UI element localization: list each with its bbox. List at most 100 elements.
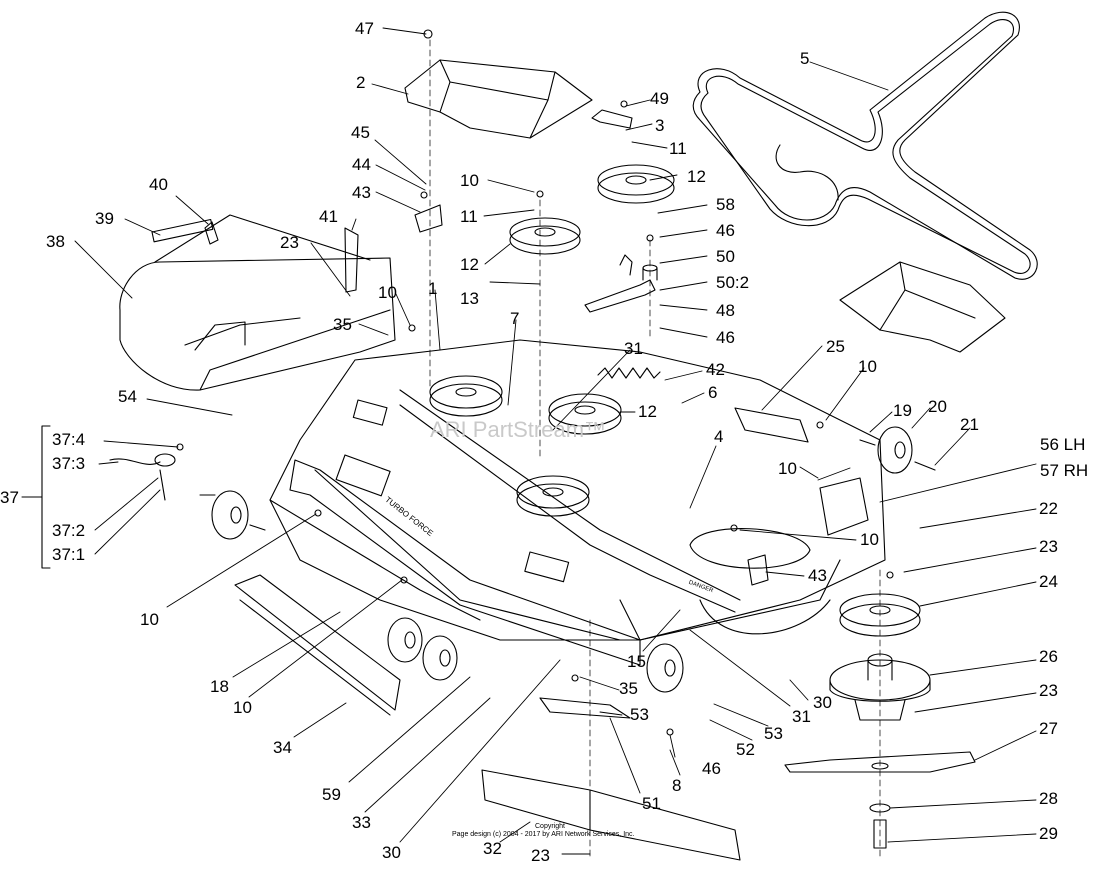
callout-23a[interactable]: 23: [280, 233, 299, 252]
callout-10e[interactable]: 10: [860, 530, 879, 549]
front-bumper: [234, 459, 641, 716]
belt-cover-right: [839, 261, 1006, 353]
callout-4[interactable]: 4: [714, 427, 724, 446]
callout-10a[interactable]: 10: [460, 171, 479, 190]
callout-56-lh[interactable]: 56 LH: [1040, 435, 1086, 454]
callout-22[interactable]: 22: [1039, 499, 1058, 518]
callout-12a[interactable]: 12: [687, 167, 706, 186]
callout-10f[interactable]: 10: [140, 610, 159, 629]
callout-25[interactable]: 25: [826, 337, 845, 356]
callout-11a[interactable]: 11: [669, 139, 687, 158]
callout-21[interactable]: 21: [960, 415, 979, 434]
gauge-wheel-front-1: [387, 617, 423, 663]
callout-30a[interactable]: 30: [813, 693, 832, 712]
watermark: ARI PartStream™: [430, 417, 607, 442]
callout-44[interactable]: 44: [352, 155, 371, 174]
axle-rod: [109, 453, 176, 501]
pulley-top-left: [509, 217, 581, 255]
callout-50[interactable]: 50: [716, 247, 735, 266]
callout-31b[interactable]: 31: [792, 707, 811, 726]
callout-6[interactable]: 6: [708, 383, 718, 402]
callout-53a[interactable]: 53: [630, 705, 649, 724]
mower-deck: [269, 339, 886, 641]
pulley-deck-left: [429, 375, 503, 417]
gauge-wheel-front-3: [646, 643, 684, 693]
callout-13[interactable]: 13: [460, 289, 479, 308]
pulley-deck-front: [516, 475, 590, 517]
blade-bolt: [873, 819, 887, 849]
callout-10c[interactable]: 10: [858, 357, 877, 376]
callout-7[interactable]: 7: [510, 309, 520, 328]
callout-35b[interactable]: 35: [619, 679, 638, 698]
callout-53b[interactable]: 53: [764, 724, 783, 743]
callout-24[interactable]: 24: [1039, 572, 1058, 591]
hardware: [176, 29, 894, 736]
callout-2[interactable]: 2: [356, 73, 366, 92]
callout-23b[interactable]: 23: [1039, 537, 1058, 556]
callout-10b[interactable]: 10: [378, 283, 397, 302]
callout-49[interactable]: 49: [650, 89, 669, 108]
leader-lines: [74, 27, 1037, 855]
callout-37-2[interactable]: 37:2: [52, 521, 86, 540]
side-discharge-shield: [119, 214, 396, 391]
callout-26[interactable]: 26: [1039, 647, 1058, 666]
callout-19[interactable]: 19: [893, 401, 912, 420]
callout-45[interactable]: 45: [351, 123, 370, 142]
drive-belt: [692, 11, 1038, 280]
callout-10g[interactable]: 10: [233, 698, 252, 717]
bracket-43-deck: [747, 554, 769, 586]
callout-41[interactable]: 41: [319, 207, 338, 226]
center-lines: [429, 39, 881, 861]
idler-arm: [584, 254, 658, 313]
callout-50-2[interactable]: 50:2: [716, 273, 750, 292]
callout-11b[interactable]: 11: [460, 207, 478, 226]
callout-34[interactable]: 34: [273, 738, 292, 757]
callout-48[interactable]: 48: [716, 301, 735, 320]
callout-32[interactable]: 32: [483, 839, 502, 858]
callout-37[interactable]: 37: [0, 488, 19, 507]
callout-23c[interactable]: 23: [1039, 681, 1058, 700]
callout-5[interactable]: 5: [800, 49, 810, 68]
callout-59[interactable]: 59: [322, 785, 341, 804]
callout-47[interactable]: 47: [355, 19, 374, 38]
callout-12c[interactable]: 12: [638, 402, 657, 421]
callout-27[interactable]: 27: [1039, 719, 1058, 738]
callout-42[interactable]: 42: [706, 360, 725, 379]
callout-46b[interactable]: 46: [716, 328, 735, 347]
callout-37-4[interactable]: 37:4: [52, 430, 86, 449]
callout-23d[interactable]: 23: [531, 846, 550, 865]
callout-3[interactable]: 3: [655, 116, 665, 135]
callout-30b[interactable]: 30: [382, 843, 401, 862]
callout-46a[interactable]: 46: [716, 221, 735, 240]
callout-51[interactable]: 51: [642, 794, 661, 813]
callout-54[interactable]: 54: [118, 387, 137, 406]
callout-12b[interactable]: 12: [460, 255, 479, 274]
bracket-25: [734, 407, 809, 443]
callout-33[interactable]: 33: [352, 813, 371, 832]
callout-43b[interactable]: 43: [808, 566, 827, 585]
callout-40[interactable]: 40: [149, 175, 168, 194]
gauge-wheel-front-2: [422, 635, 458, 681]
callout-31a[interactable]: 31: [624, 339, 643, 358]
callout-43a[interactable]: 43: [352, 183, 371, 202]
callout-1[interactable]: 1: [428, 279, 438, 298]
callout-37-1[interactable]: 37:1: [52, 545, 86, 564]
callout-10d[interactable]: 10: [778, 459, 797, 478]
decal-safety-2: [352, 399, 388, 426]
callout-15[interactable]: 15: [627, 652, 646, 671]
callout-58[interactable]: 58: [716, 195, 735, 214]
callout-46c[interactable]: 46: [702, 759, 721, 778]
callout-35a[interactable]: 35: [333, 315, 352, 334]
callout-52[interactable]: 52: [736, 740, 755, 759]
callout-57-rh[interactable]: 57 RH: [1040, 461, 1089, 480]
callout-39[interactable]: 39: [95, 209, 114, 228]
callout-20[interactable]: 20: [928, 397, 947, 416]
callout-28[interactable]: 28: [1039, 789, 1058, 808]
deck-cover: [404, 59, 593, 139]
callout-18[interactable]: 18: [210, 677, 229, 696]
shield-rod: [151, 218, 219, 245]
callout-29[interactable]: 29: [1039, 824, 1058, 843]
callout-37-3[interactable]: 37:3: [52, 454, 86, 473]
callout-8[interactable]: 8: [672, 776, 682, 795]
callout-38[interactable]: 38: [46, 232, 65, 251]
